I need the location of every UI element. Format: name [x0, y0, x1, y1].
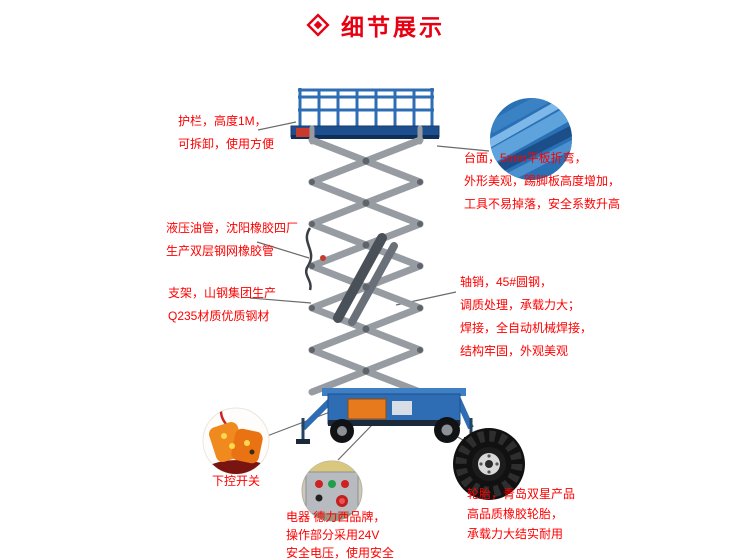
- callout-axle-text: 轴销，45#圆钢，: [460, 275, 553, 289]
- scissor-lift: [290, 88, 478, 444]
- callout-hose-text: 生产双层钢网橡胶管: [166, 244, 275, 258]
- base-chassis: [322, 388, 466, 426]
- callout-guardrail-text: 护栏，高度1M，: [178, 114, 267, 128]
- callout-electrics-text: 操作部分采用24V: [286, 528, 380, 542]
- remote-control-photo: [202, 407, 270, 475]
- callout-line-support: [249, 297, 312, 304]
- callout-platform: 台面，5mm平板折弯， 外形美观，踢脚板高度增加， 工具不易掉落，安全系数升高: [464, 147, 620, 216]
- callout-support-frame: 支架，山钢集团生产 Q235材质优质钢材: [168, 282, 276, 328]
- callout-axle-text: 结构牢固，外观美观: [460, 344, 569, 358]
- callout-lower-control-switch: 下控开关: [186, 470, 286, 493]
- callout-axle-pin: 轴销，45#圆钢， 调质处理，承载力大； 焊接，全自动机械焊接， 结构牢固，外观…: [460, 271, 592, 363]
- callout-guardrail-text: 可拆卸，使用方便: [178, 137, 275, 151]
- callout-line-platform: [436, 145, 490, 152]
- callout-platform-text: 台面，5mm平板折弯，: [464, 151, 587, 165]
- scissor-pivots: [309, 157, 423, 375]
- outrigger-left: [296, 396, 335, 444]
- callout-line-remote: [266, 411, 331, 437]
- page-title: 细节展示: [341, 14, 445, 40]
- callout-electrics: 电器 德力西品牌， 操作部分采用24V 安全电压，使用安全: [286, 508, 394, 560]
- callout-tires-text: 承载力大结实耐用: [467, 527, 564, 541]
- callout-line-hose: [256, 241, 310, 259]
- callout-tires-text: 高品质橡胶轮胎，: [467, 507, 564, 521]
- hydraulic-cylinder: [333, 233, 398, 326]
- callout-hydraulic-hose: 液压油管，沈阳橡胶四厂 生产双层钢网橡胶管: [166, 217, 298, 263]
- platform-deck: [290, 125, 440, 139]
- callout-support-text: 支架，山钢集团生产: [168, 286, 277, 300]
- callout-support-text: Q235材质优质钢材: [168, 309, 270, 323]
- callout-guardrail: 护栏，高度1M， 可拆卸，使用方便: [178, 110, 274, 156]
- callout-platform-text: 工具不易掉落，安全系数升高: [464, 197, 621, 211]
- hose-valve: [320, 255, 326, 261]
- wheel-left: [330, 419, 354, 443]
- callout-axle-text: 调质处理，承载力大；: [460, 298, 581, 312]
- guardrail: [298, 88, 434, 127]
- hydraulic-hose: [304, 227, 313, 291]
- page-header: 细节展示: [0, 8, 750, 42]
- callout-platform-text: 外形美观，踢脚板高度增加，: [464, 174, 621, 188]
- tire-photo: [453, 428, 525, 500]
- callout-hose-text: 液压油管，沈阳橡胶四厂: [166, 221, 299, 235]
- wheel-right: [434, 417, 460, 443]
- callout-tires: 轮胎，青岛双星产品 高品质橡胶轮胎， 承载力大结实耐用: [467, 484, 575, 544]
- callout-line-guardrail: [257, 121, 297, 131]
- callout-electrics-text: 安全电压，使用安全: [286, 546, 395, 560]
- callout-electrics-text: 电器 德力西品牌，: [286, 510, 386, 524]
- callout-line-controlbox: [337, 424, 373, 461]
- callout-axle-text: 焊接，全自动机械焊接，: [460, 321, 593, 335]
- callout-lower-control-text: 下控开关: [211, 474, 260, 488]
- callout-tires-text: 轮胎，青岛双星产品: [467, 487, 576, 501]
- diamond-icon: [306, 13, 330, 37]
